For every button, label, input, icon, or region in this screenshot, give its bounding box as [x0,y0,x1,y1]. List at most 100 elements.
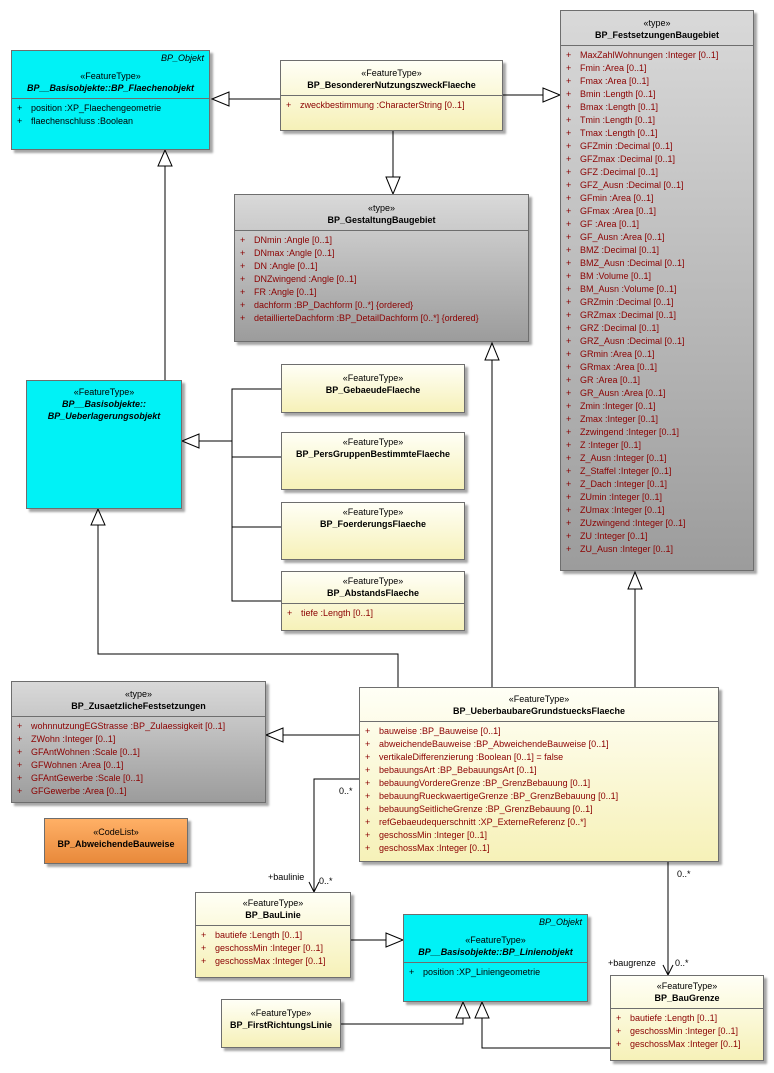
class-name: BP_Ueberlagerungsobjekt [47,411,161,421]
attribute-row: +ZUzwingend :Integer [0..1] [566,518,686,528]
attribute-row: +DNZwingend :Angle [0..1] [240,274,357,284]
attribute-row: +Z_Dach :Integer [0..1] [566,479,668,489]
class-flaechenobjekt[interactable]: BP_Objekt «FeatureType» BP__Basisobjekte… [11,50,210,150]
gen-arrowhead [90,507,106,526]
attribute-list: +bauweise :BP_Bauweise [0..1] +abweichend… [360,721,718,858]
attribute-row: +position :XP_Liniengeometrie [409,967,541,977]
attribute-row: +abweichendeBauweise :BP_AbweichendeBauw… [365,739,609,749]
multiplicity-label: 0..* [319,876,333,886]
class-foerderung[interactable]: «FeatureType» BP_FoerderungsFlaeche [281,502,465,560]
multiplicity-label: 0..* [675,958,689,968]
class-stereotype: «FeatureType» [73,387,135,397]
attribute-row: +bebauungsArt :BP_BebauungsArt [0..1] [365,765,537,775]
class-ueberbaubare[interactable]: «FeatureType» BP_UeberbaubareGrundstueck… [359,687,719,862]
attribute-row: +GFAntWohnen :Scale [0..1] [17,747,140,757]
class-stereotype: «FeatureType» [361,68,422,78]
attribute-row: +DNmin :Angle [0..1] [240,235,333,245]
attribute-row: +Zzwingend :Integer [0..1] [566,427,680,437]
class-baulinie[interactable]: «FeatureType» BP_BauLinie +bautiefe :Len… [195,892,351,978]
class-package-label: BP_Objekt [160,53,204,63]
attribute-row: +DN :Angle [0..1] [240,261,318,271]
attribute-row: +Fmax :Area [0..1] [566,76,650,86]
attribute-row: +Bmax :Length [0..1] [566,102,659,112]
attribute-row: +zweckbestimmung :CharacterString [0..1] [286,100,465,110]
attribute-row: +GRZmax :Decimal [0..1] [566,310,677,320]
attribute-row: +GR_Ausn :Area [0..1] [566,388,666,398]
class-name: BP_BauLinie [245,910,301,920]
class-name: BP__Basisobjekte::BP_Flaechenobjekt [26,83,195,93]
attribute-row: +BM :Volume [0..1] [566,271,652,281]
class-stereotype: «FeatureType» [250,1008,312,1018]
class-firstrichtung[interactable]: «FeatureType» BP_FirstRichtungsLinie [221,999,341,1048]
attribute-row: +bautiefe :Length [0..1] [201,930,303,940]
attribute-list: +MaxZahlWohnungen :Integer [0..1]+Fmin :… [561,45,753,559]
attribute-row: +detaillierteDachform :BP_DetailDachform… [240,313,479,323]
attribute-row: +Z :Integer [0..1] [566,440,642,450]
class-stereotype: «FeatureType» [656,981,718,991]
gen-arrowhead [210,91,230,107]
attribute-row: +BMZ :Decimal [0..1] [566,245,660,255]
class-package-label: BP_Objekt [538,917,582,927]
attribute-row: +geschossMin :Integer [0..1] [365,830,488,840]
attribute-row: +ZWohn :Integer [0..1] [17,734,116,744]
attribute-row: +MaxZahlWohnungen :Integer [0..1] [566,50,719,60]
attribute-row: +refGebaeudequerschnitt :XP_ExterneRefer… [365,817,587,827]
class-stereotype: «FeatureType» [342,373,404,383]
attribute-row: +GFZmax :Decimal [0..1] [566,154,676,164]
attribute-row: +wohnnutzungEGStrasse :BP_Zulaessigkeit … [17,721,226,731]
class-stereotype: «FeatureType» [465,935,526,945]
class-persgruppen[interactable]: «FeatureType» BP_PersGruppenBestimmteFla… [281,432,465,490]
class-name-package: BP__Basisobjekte:: [61,399,147,409]
attribute-row: +GF_Ausn :Area [0..1] [566,232,665,242]
gen-firstrichtung-linienobjekt [341,1018,464,1025]
gen-arrowhead [474,1000,490,1019]
attribute-row: +bautiefe :Length [0..1] [616,1013,718,1023]
class-zusaetzliche[interactable]: «type» BP_ZusaetzlicheFestsetzungen +woh… [11,681,266,803]
gen-arrowhead [484,341,500,361]
class-name: BP_GebaeudeFlaeche [325,385,421,395]
gen-arrowhead [180,433,200,449]
class-codelist[interactable]: «CodeList» BP_AbweichendeBauweise [44,818,188,864]
attribute-list: +position :XP_Flaechengeometrie +flaeche… [12,98,209,131]
class-baugrenze[interactable]: «FeatureType» BP_BauGrenze +bautiefe :Le… [610,975,764,1061]
attribute-row: +vertikaleDifferenzierung :Boolean [0..1… [365,752,564,762]
class-stereotype: «FeatureType» [342,576,404,586]
attribute-row: +geschossMax :Integer [0..1] [201,956,326,966]
class-ueberlagerung[interactable]: «FeatureType» BP__Basisobjekte:: BP_Uebe… [26,380,182,509]
attribute-row: +GFAntGewerbe :Scale [0..1] [17,773,144,783]
attribute-row: +GRZ :Decimal [0..1] [566,323,660,333]
class-name: BP__Basisobjekte::BP_Linienobjekt [418,947,573,957]
class-stereotype: «FeatureType» [80,71,141,81]
class-stereotype: «FeatureType» [342,507,404,517]
attribute-row: +tiefe :Length [0..1] [287,608,374,618]
attribute-list: +position :XP_Liniengeometrie [404,962,587,982]
class-festsetzungen[interactable]: «type» BP_FestsetzungenBaugebiet +MaxZah… [560,10,754,571]
multiplicity-label: 0..* [339,786,353,796]
attribute-row: +GRZ_Ausn :Decimal [0..1] [566,336,685,346]
attribute-row: +BM_Ausn :Volume [0..1] [566,284,677,294]
gen-arrowhead [385,932,405,948]
class-stereotype: «type» [124,689,153,699]
attribute-row: +Bmin :Length [0..1] [566,89,656,99]
attribute-row: +flaechenschluss :Boolean [17,116,134,126]
class-name: BP_FirstRichtungsLinie [229,1020,332,1030]
class-linienobjekt[interactable]: BP_Objekt «FeatureType» BP__Basisobjekte… [403,914,588,1002]
gen-ueberbaubare-ueberlagerung [97,525,399,687]
class-name: BP_ZusaetzlicheFestsetzungen [71,701,206,711]
class-abstand[interactable]: «FeatureType» BP_AbstandsFlaeche +tiefe … [281,571,465,631]
attribute-row: +Zmax :Integer [0..1] [566,414,659,424]
class-gestaltung[interactable]: «type» BP_GestaltungBaugebiet +DNmin :An… [234,194,529,342]
attribute-list: +bautiefe :Length [0..1] +geschossMin :I… [196,925,350,971]
attribute-row: +Tmax :Length [0..1] [566,128,658,138]
class-nutzungszweck[interactable]: «FeatureType» BP_BesondererNutzungszweck… [280,60,503,131]
gen-gebaeude [231,388,281,602]
attribute-row: +bauweise :BP_Bauweise [0..1] [365,726,501,736]
class-name: BP_BesondererNutzungszweckFlaeche [307,80,476,90]
attribute-list: +bautiefe :Length [0..1] +geschossMin :I… [611,1008,763,1054]
attribute-row: +geschossMin :Integer [0..1] [616,1026,739,1036]
attribute-row: +ZU_Ausn :Integer [0..1] [566,544,674,554]
attribute-row: +GFZ_Ausn :Decimal [0..1] [566,180,684,190]
role-label: +baulinie [268,872,305,882]
class-gebaeude[interactable]: «FeatureType» BP_GebaeudeFlaeche [281,364,465,413]
